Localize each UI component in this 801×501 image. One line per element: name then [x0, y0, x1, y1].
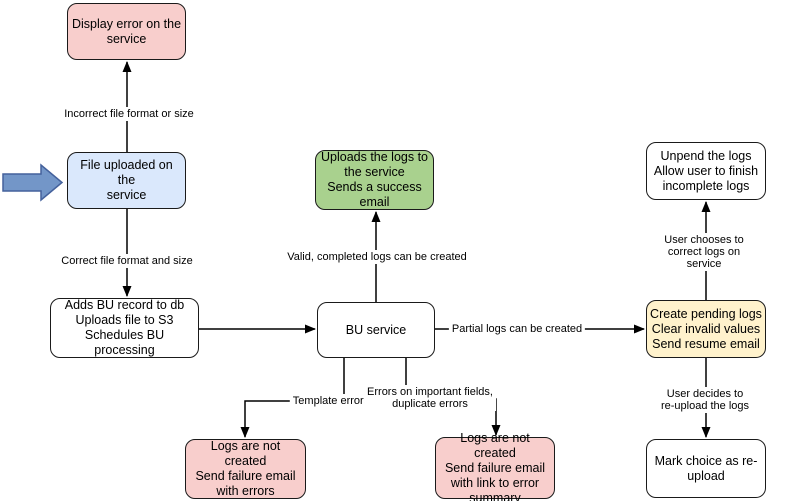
node-adds-bu-record: Adds BU record to db Uploads file to S3 …	[50, 298, 199, 358]
node-mark-reupload: Mark choice as re- upload	[646, 439, 766, 498]
edge-label-user-corrects: User chooses to correct logs on service	[655, 233, 753, 271]
entry-arrow-icon	[2, 163, 64, 202]
node-logs-not-created-errors: Logs are not created Send failure email …	[185, 439, 306, 499]
node-uploads-logs: Uploads the logs to the service Sends a …	[315, 150, 434, 210]
edge-label-incorrect-format: Incorrect file format or size	[61, 107, 197, 121]
node-bu-service: BU service	[317, 302, 435, 358]
edge-label-partial-logs: Partial logs can be created	[448, 322, 586, 336]
edge-label-valid-logs: Valid, completed logs can be created	[284, 250, 470, 264]
edge-label-correct-format: Correct file format and size	[58, 254, 196, 268]
node-file-uploaded: File uploaded on the service	[67, 152, 186, 209]
node-display-error: Display error on the service	[67, 3, 186, 60]
edge-label-template-errors: Template errors	[289, 394, 373, 408]
node-create-pending: Create pending logs Clear invalid values…	[646, 300, 766, 358]
node-unpend-logs: Unpend the logs Allow user to finish inc…	[646, 142, 766, 200]
edge-label-user-reuploads: User decides to re-upload the logs	[657, 387, 753, 413]
node-logs-not-created-summary: Logs are not created Send failure email …	[435, 431, 555, 501]
edge-label-important-field-errors: Errors on important fields, duplicate er…	[364, 385, 496, 411]
